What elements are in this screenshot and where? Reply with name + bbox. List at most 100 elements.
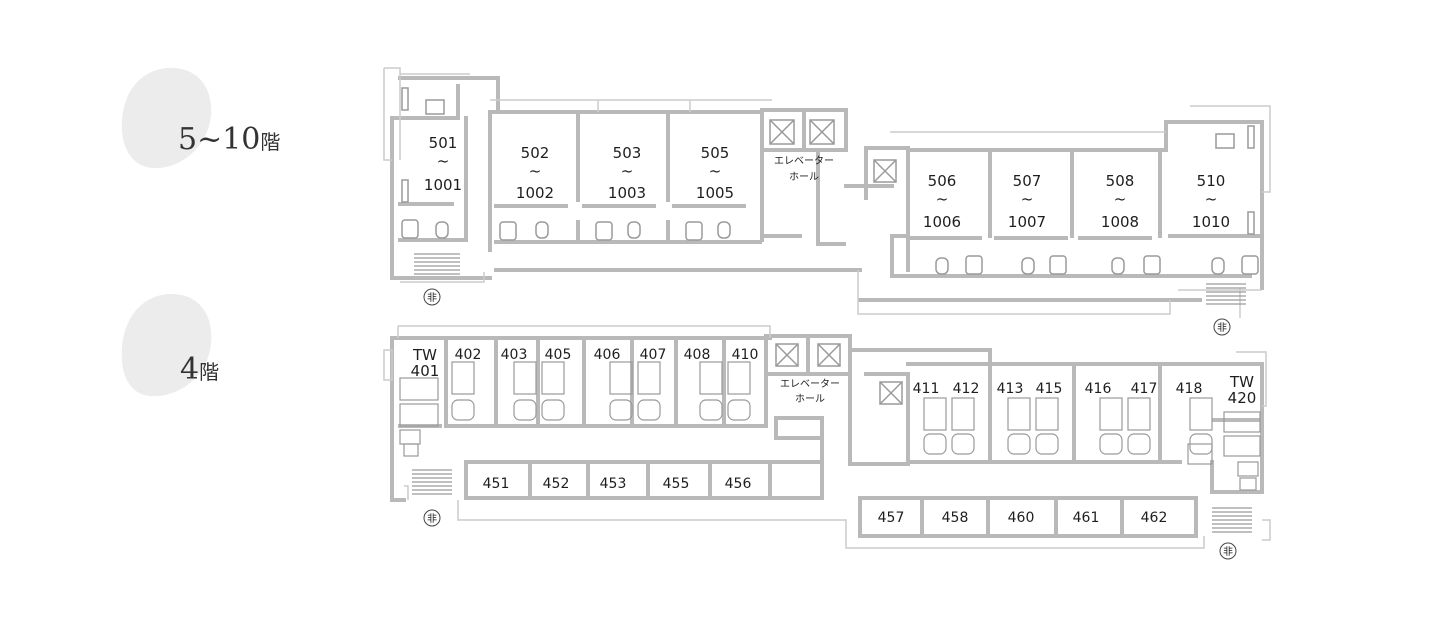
lower-thin-lines <box>383 325 1271 549</box>
floor-label-blob-upper <box>121 67 212 169</box>
room-number: 462 <box>1141 510 1168 526</box>
room-label: 508 ~ 1008 <box>1101 172 1139 231</box>
room-range-sep: ~ <box>529 162 542 180</box>
emergency-exit-icon <box>423 288 441 306</box>
emergency-exit-label: 非 <box>427 292 437 304</box>
room-number: 407 <box>640 347 667 363</box>
room-label: 503 ~ 1003 <box>608 144 646 202</box>
twin-room-number: 420 <box>1228 389 1257 407</box>
room-number-top: 501 <box>429 134 458 152</box>
room-number-bottom: 1006 <box>923 213 961 231</box>
upper-room-labels: 501 ~ 1001 502 ~ 1002 503 ~ 1003 505 ~ 1… <box>424 134 1230 231</box>
room-number: 451 <box>483 476 510 492</box>
floor-number-upper: 5~10 <box>178 122 261 157</box>
room-number: 418 <box>1176 381 1203 397</box>
room-number: 461 <box>1073 510 1100 526</box>
room-number-top: 505 <box>701 144 730 162</box>
room-number: 406 <box>594 347 621 363</box>
room-range-sep: ~ <box>709 162 722 180</box>
room-number: 457 <box>878 510 905 526</box>
upper-thin-lines <box>383 67 1271 318</box>
lower-elevator-hall-label: エレベーター ホール <box>780 378 840 405</box>
room-number: 408 <box>684 347 711 363</box>
room-number: 411 <box>913 381 940 397</box>
emergency-exit-icon <box>1219 542 1237 560</box>
elevator-hall-line2: ホール <box>795 393 825 405</box>
floor-label-lower: 4階 <box>180 352 219 387</box>
room-range-sep: ~ <box>1205 190 1218 208</box>
room-number: 453 <box>600 476 627 492</box>
lower-south-room-labels: 451 452 453 455 456 457 458 460 461 462 <box>483 476 1168 526</box>
room-number-bottom: 1010 <box>1192 213 1230 231</box>
room-number: 402 <box>455 347 482 363</box>
room-number: 403 <box>501 347 528 363</box>
floor-unit-upper: 階 <box>260 130 281 154</box>
emergency-exit-icon <box>423 509 441 527</box>
room-number: 413 <box>997 381 1024 397</box>
floor-number-lower: 4 <box>180 352 200 387</box>
floor-label-upper: 5~10階 <box>178 122 280 157</box>
upper-elevator-hall-label: エレベーター ホール <box>774 155 834 183</box>
room-range-sep: ~ <box>1114 190 1127 208</box>
twin-room-type: TW <box>412 346 437 364</box>
upper-floor-plan: 非 非 501 ~ 1001 502 ~ 1002 503 ~ 1003 505 <box>383 67 1271 336</box>
elevator-hall-line1: エレベーター <box>780 378 840 390</box>
upper-fixtures <box>401 87 1259 275</box>
room-number-top: 508 <box>1106 172 1135 190</box>
room-number-bottom: 1002 <box>516 184 554 202</box>
lower-elevators <box>775 343 903 405</box>
room-number-bottom: 1005 <box>696 184 734 202</box>
room-number: 455 <box>663 476 690 492</box>
room-label: 510 ~ 1010 <box>1192 172 1230 231</box>
emergency-exit-icon <box>1213 318 1231 336</box>
room-number: 412 <box>953 381 980 397</box>
room-number-top: 506 <box>928 172 957 190</box>
upper-emergency-marks: 非 非 <box>423 288 1231 336</box>
elevator-hall-line1: エレベーター <box>774 155 834 167</box>
room-number: 456 <box>725 476 752 492</box>
room-range-sep: ~ <box>437 152 450 170</box>
room-label: 501 ~ 1001 <box>424 134 462 194</box>
lower-emergency-marks: 非 非 <box>423 509 1237 560</box>
lower-north-room-labels: 402 403 405 406 407 408 410 411 412 413 … <box>455 347 1203 397</box>
elevator-hall-line2: ホール <box>789 171 819 183</box>
emergency-exit-label: 非 <box>1223 546 1233 558</box>
room-range-sep: ~ <box>936 190 949 208</box>
room-label: 502 ~ 1002 <box>516 144 554 202</box>
floor-unit-lower: 階 <box>199 360 220 384</box>
twin-room-number: 401 <box>411 362 440 380</box>
twin-room-type: TW <box>1229 373 1254 391</box>
upper-stairs <box>414 253 1246 305</box>
room-number: 416 <box>1085 381 1112 397</box>
room-range-sep: ~ <box>621 162 634 180</box>
room-label: 507 ~ 1007 <box>1008 172 1046 231</box>
room-number-bottom: 1001 <box>424 176 462 194</box>
room-number: 417 <box>1131 381 1158 397</box>
room-number-top: 507 <box>1013 172 1042 190</box>
room-number-bottom: 1007 <box>1008 213 1046 231</box>
room-number: 410 <box>732 347 759 363</box>
room-number: 405 <box>545 347 572 363</box>
upper-elevators <box>769 119 897 183</box>
upper-walls <box>390 76 1264 302</box>
room-label: 505 ~ 1005 <box>696 144 734 202</box>
emergency-exit-label: 非 <box>1217 322 1227 334</box>
room-number: 415 <box>1036 381 1063 397</box>
emergency-exit-label: 非 <box>427 513 437 525</box>
floor-label-blob-lower <box>121 294 212 397</box>
lower-walls <box>390 334 1264 538</box>
lower-floor-plan: 非 非 TW 401 TW 420 402 403 405 406 407 40… <box>383 325 1271 560</box>
room-number-top: 510 <box>1197 172 1226 190</box>
room-label: 506 ~ 1006 <box>923 172 961 231</box>
room-number-top: 503 <box>613 144 642 162</box>
room-range-sep: ~ <box>1021 190 1034 208</box>
room-number: 460 <box>1008 510 1035 526</box>
room-number: 458 <box>942 510 969 526</box>
lower-stairs <box>412 469 1252 533</box>
room-number: 452 <box>543 476 570 492</box>
room-number-top: 502 <box>521 144 550 162</box>
room-number-bottom: 1003 <box>608 184 646 202</box>
lower-twin-room-labels: TW 401 TW 420 <box>411 346 1257 407</box>
room-number-bottom: 1008 <box>1101 213 1139 231</box>
